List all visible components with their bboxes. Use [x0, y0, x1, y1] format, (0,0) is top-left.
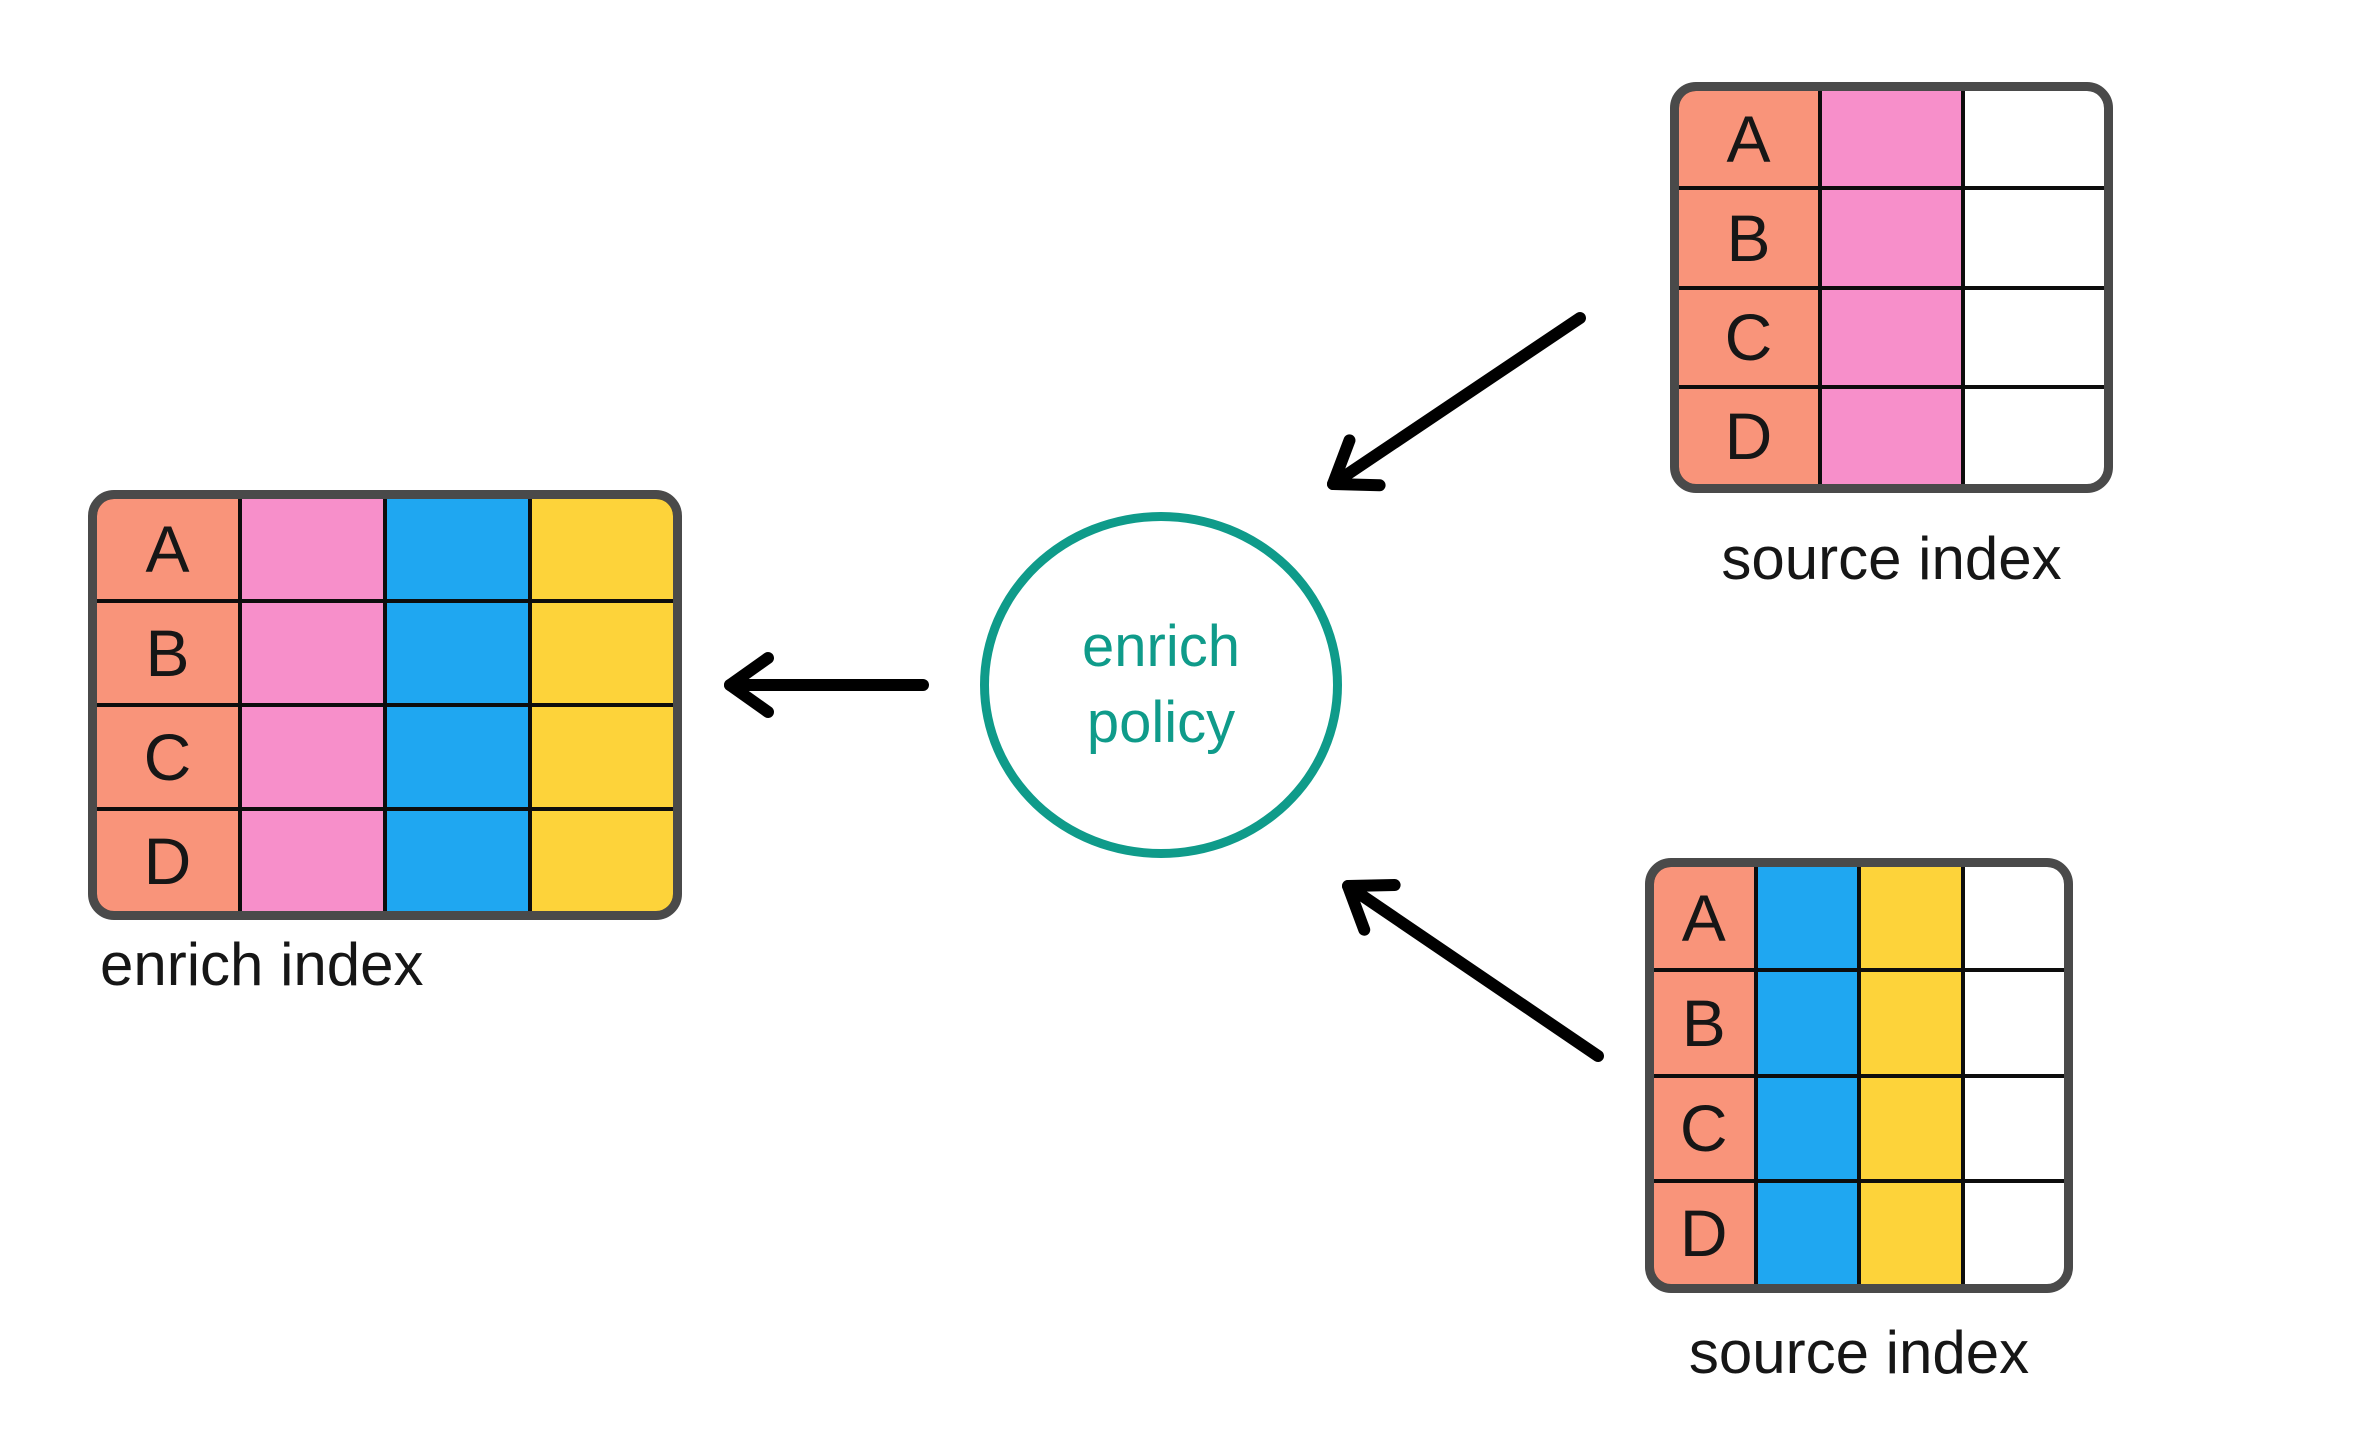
- table-cell: [387, 811, 528, 911]
- row-label-cell: B: [97, 603, 238, 703]
- table-cell: [387, 707, 528, 807]
- table-cell: [242, 811, 383, 911]
- table-cell: [1757, 867, 1857, 969]
- table-cell: [242, 707, 383, 807]
- table-cell: [387, 603, 528, 703]
- table-cell: [1861, 1182, 1961, 1284]
- row-label-cell: D: [97, 811, 238, 911]
- table-cell: [532, 811, 673, 911]
- row-label-cell: B: [1679, 190, 1818, 286]
- table-cell: [1965, 289, 2104, 385]
- table-cell: [1964, 1182, 2064, 1284]
- table-cell: [532, 603, 673, 703]
- table-cell: [1861, 1077, 1961, 1179]
- table-cell: [1822, 289, 1961, 385]
- enrich-policy-circle: enrich policy: [980, 512, 1342, 858]
- table-cell: [1964, 867, 2064, 969]
- table-cell: [1964, 972, 2064, 1074]
- table-cell: [1822, 190, 1961, 286]
- enrich-index-caption: enrich index: [100, 931, 424, 998]
- table-cell: [1757, 1077, 1857, 1179]
- table-cell: [1965, 91, 2104, 187]
- source-index-top-caption: source index: [1721, 525, 2062, 592]
- row-label-cell: A: [97, 499, 238, 599]
- table-cell: [1861, 972, 1961, 1074]
- row-label-cell: D: [1654, 1182, 1754, 1284]
- table-cell: [532, 707, 673, 807]
- enrich-policy-label-line2: policy: [1086, 690, 1236, 755]
- source-index-bottom-caption: source index: [1688, 1319, 2030, 1386]
- row-label-cell: A: [1679, 91, 1818, 187]
- table-cell: [387, 499, 528, 599]
- table-cell: [1964, 1077, 2064, 1179]
- row-label-cell: C: [1654, 1077, 1754, 1179]
- enrich-policy-label-line1: enrich: [1082, 614, 1240, 679]
- table-cell: [242, 603, 383, 703]
- table-cell: [1965, 190, 2104, 286]
- row-label-cell: C: [1679, 289, 1818, 385]
- table-cell: [1757, 1182, 1857, 1284]
- table-cell: [1861, 867, 1961, 969]
- table-cell: [1822, 91, 1961, 187]
- row-label-cell: C: [97, 707, 238, 807]
- arrow-source-bottom-to-policy: [1342, 879, 1604, 1062]
- table-cell: [1757, 972, 1857, 1074]
- table-cell: [1965, 388, 2104, 484]
- row-label-cell: A: [1654, 867, 1754, 969]
- table-cell: [1822, 388, 1961, 484]
- row-label-cell: D: [1679, 388, 1818, 484]
- arrow-source-top-to-policy: [1327, 312, 1586, 492]
- table-cell: [242, 499, 383, 599]
- row-label-cell: B: [1654, 972, 1754, 1074]
- table-cell: [532, 499, 673, 599]
